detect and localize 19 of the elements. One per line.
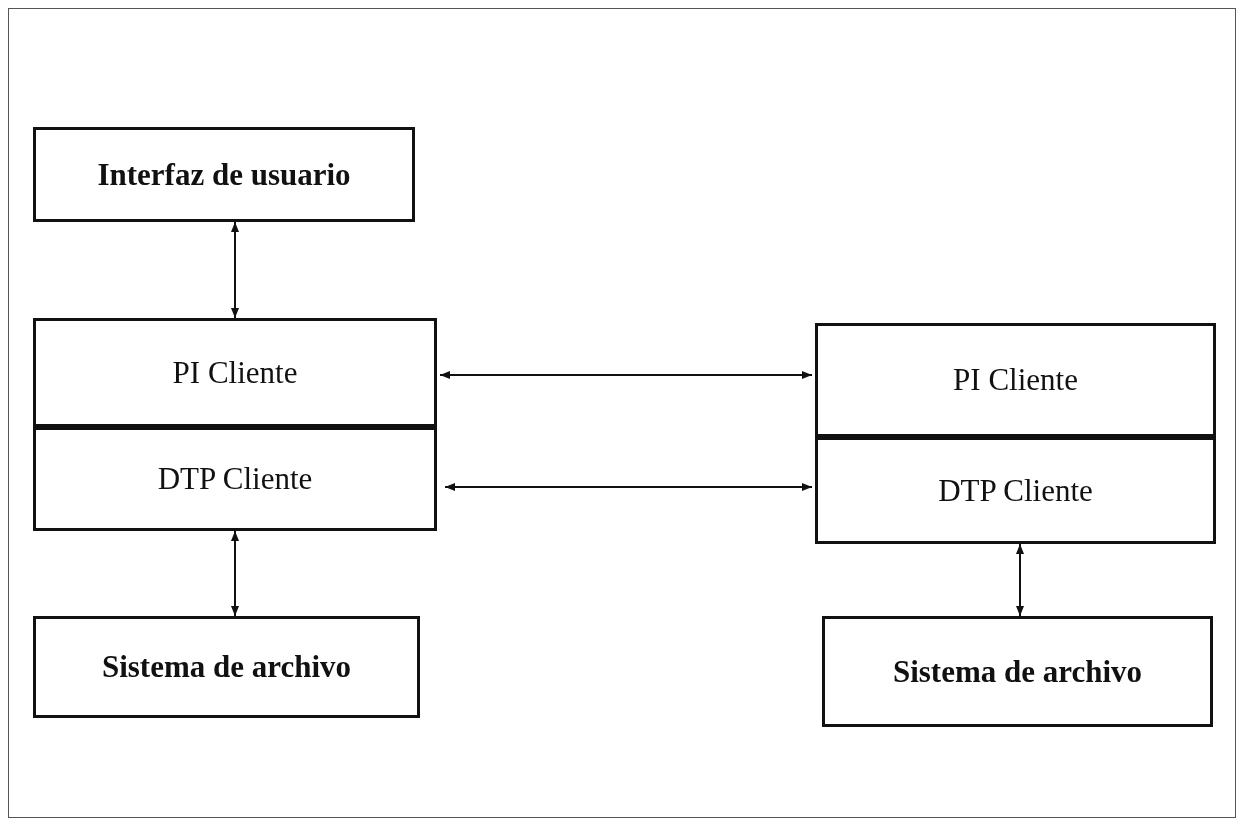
double-arrow bbox=[444, 483, 813, 491]
box-label: PI Cliente bbox=[953, 362, 1078, 398]
box-label: DTP Cliente bbox=[938, 472, 1093, 509]
double-arrow bbox=[231, 530, 239, 617]
process-box bbox=[815, 323, 1216, 437]
process-box bbox=[822, 616, 1213, 727]
box-label: Sistema de archivo bbox=[892, 653, 1143, 690]
double-arrow bbox=[231, 221, 239, 319]
double-arrow bbox=[439, 371, 813, 379]
box-label: Interfaz de usuario bbox=[97, 156, 351, 193]
box-label: PI Cliente bbox=[172, 354, 298, 391]
double-arrow bbox=[1016, 543, 1024, 617]
box-label: Sistema de archivo bbox=[101, 649, 352, 685]
box-label: DTP Cliente bbox=[157, 461, 313, 497]
process-box bbox=[815, 437, 1216, 544]
process-box bbox=[33, 318, 437, 427]
process-box bbox=[33, 616, 420, 718]
process-box bbox=[33, 127, 415, 222]
process-box bbox=[33, 427, 437, 531]
